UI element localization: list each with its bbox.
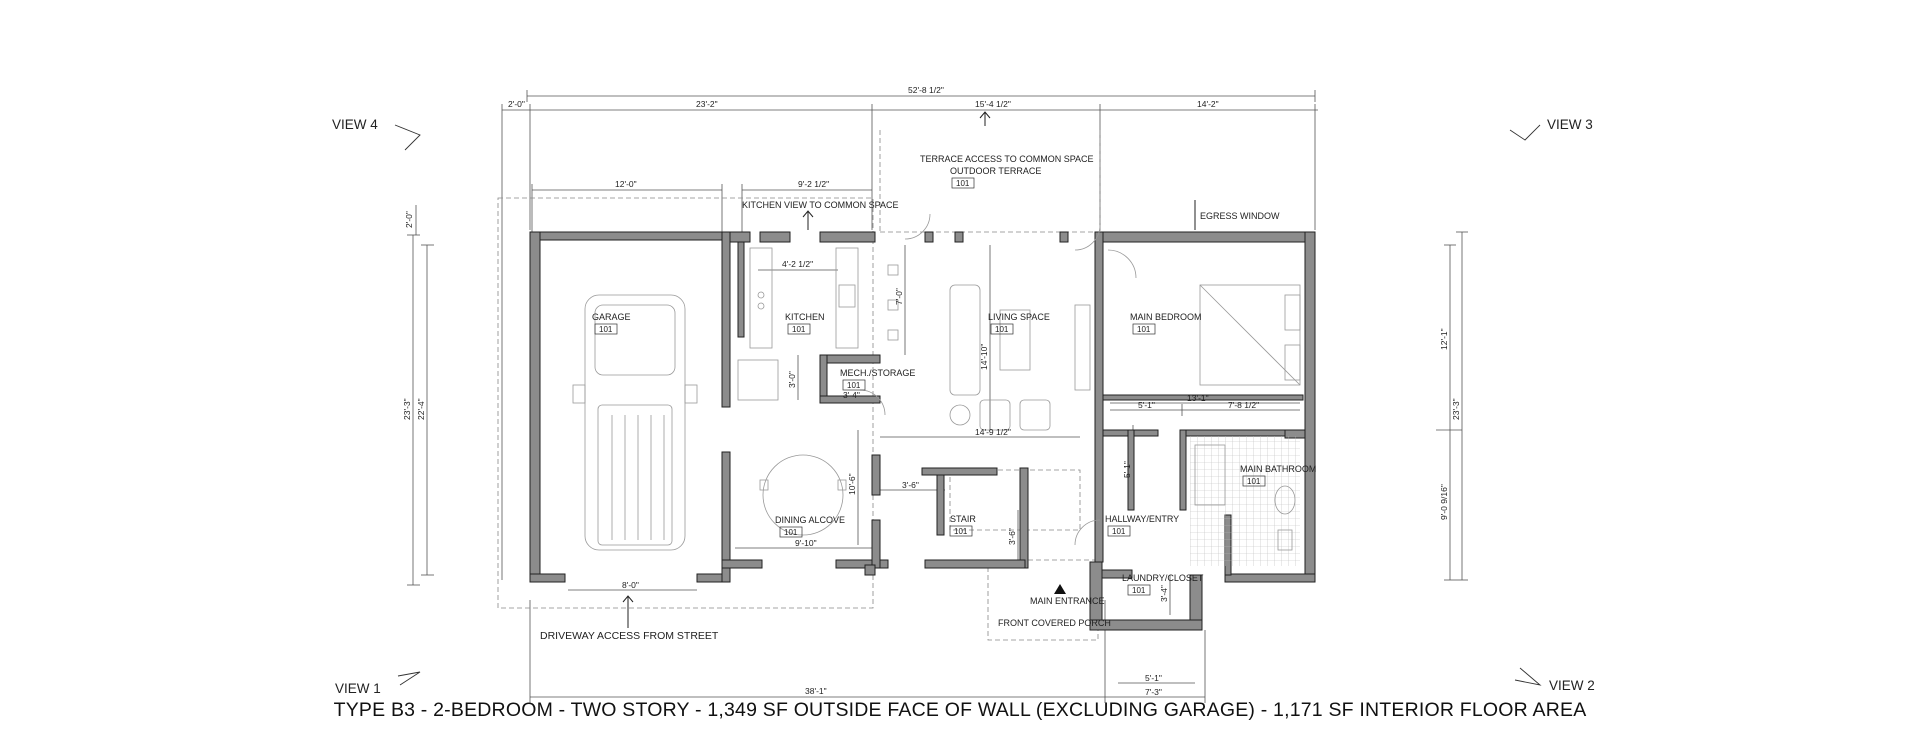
room-labels: GARAGE 101 KITCHEN 101 MECH./STORAGE 101…	[592, 154, 1316, 596]
dim-23-3r: 23'-3"	[1451, 398, 1461, 420]
dim-12-0: 12'-0"	[615, 179, 637, 189]
dim-3-4b: 3'-4"	[1159, 585, 1169, 602]
dimension-lines	[407, 90, 1468, 703]
dim-5-1a: 5'-1"	[1138, 400, 1155, 410]
dim-2-0: 2'-0"	[508, 99, 525, 109]
egress-window-note: EGRESS WINDOW	[1200, 211, 1280, 221]
markers	[622, 111, 1196, 628]
main-entrance-note: MAIN ENTRANCE	[1030, 596, 1105, 606]
room-label-hall: HALLWAY/ENTRY	[1105, 514, 1179, 524]
dim-9-10: 9'-10"	[795, 538, 817, 548]
room-label-living: LIVING SPACE	[988, 312, 1050, 322]
room-label-stair: STAIR	[950, 514, 976, 524]
room-number-hall: 101	[1112, 527, 1126, 536]
dim-3-4: 3'-4"	[843, 390, 860, 400]
main-entrance-arrow-icon	[1054, 584, 1066, 594]
dim-10-6: 10'-6"	[847, 473, 857, 495]
room-label-laundry: LAUNDRY/CLOSET	[1122, 573, 1204, 583]
dim-13-1: 13'-1"	[1187, 393, 1209, 403]
furniture	[572, 213, 1301, 551]
dim-9-0: 9'-0 9/16"	[1439, 484, 1449, 520]
kitchen-view-note: KITCHEN VIEW TO COMMON SPACE	[742, 200, 899, 210]
room-label-bedroom: MAIN BEDROOM	[1130, 312, 1202, 322]
room-number-garage: 101	[599, 325, 613, 334]
view-4-label: VIEW 4	[332, 117, 378, 132]
view-3-label: VIEW 3	[1547, 117, 1593, 132]
room-number-dining: 101	[784, 528, 798, 537]
room-number-bath: 101	[1247, 477, 1261, 486]
dimension-labels: 52'-8 1/2" 2'-0" 23'-2" 15'-4 1/2" 14'-2…	[402, 85, 1461, 697]
dim-3-6a: 3'-6"	[902, 480, 919, 490]
dim-14-9: 14'-9 1/2"	[975, 427, 1011, 437]
dim-7-3: 7'-3"	[1145, 687, 1162, 697]
porch-note: FRONT COVERED PORCH	[998, 618, 1111, 628]
room-label-kitchen: KITCHEN	[785, 312, 825, 322]
dim-22-4: 22'-4"	[416, 398, 426, 420]
dim-38-1: 38'-1"	[805, 686, 827, 696]
view-markers	[394, 124, 1542, 686]
view-1-label: VIEW 1	[335, 681, 381, 696]
room-label-dining: DINING ALCOVE	[775, 515, 845, 525]
bathroom-tile	[1190, 436, 1300, 566]
dim-23-2: 23'-2"	[696, 99, 718, 109]
dim-23-3: 23'-3"	[402, 398, 412, 420]
room-number-bedroom: 101	[1137, 325, 1151, 334]
dim-14-10: 14'-10"	[979, 344, 989, 370]
plan-caption: TYPE B3 - 2-BEDROOM - TWO STORY - 1,349 …	[333, 699, 1587, 721]
dim-14-2: 14'-2"	[1197, 99, 1219, 109]
dim-12-1: 12'-1"	[1439, 328, 1449, 350]
room-number-stair: 101	[954, 527, 968, 536]
room-number-terrace: 101	[956, 179, 970, 188]
dim-2-0v: 2'-0"	[404, 211, 414, 228]
terrace-label-2: OUTDOOR TERRACE	[950, 166, 1041, 176]
room-number-living: 101	[995, 325, 1009, 334]
room-label-bath: MAIN BATHROOM	[1240, 464, 1316, 474]
room-label-garage: GARAGE	[592, 312, 631, 322]
driveway-note: DRIVEWAY ACCESS FROM STREET	[540, 630, 719, 642]
dim-8-0: 8'-0"	[622, 580, 639, 590]
dim-5-1c: 5'-1"	[1145, 673, 1162, 683]
dim-3-6b: 3'-6"	[1007, 528, 1017, 545]
walls	[529, 231, 1316, 631]
dim-7-0: 7'-0"	[894, 288, 904, 305]
room-number-kitchen: 101	[792, 325, 806, 334]
dim-4-2: 4'-2 1/2"	[782, 259, 813, 269]
dim-7-8: 7'-8 1/2"	[1228, 400, 1259, 410]
room-number-mech: 101	[847, 381, 861, 390]
notes: KITCHEN VIEW TO COMMON SPACE EGRESS WIND…	[540, 200, 1280, 642]
terrace-label-1: TERRACE ACCESS TO COMMON SPACE	[920, 154, 1094, 164]
room-number-laundry: 101	[1132, 586, 1146, 595]
dim-overall: 52'-8 1/2"	[908, 85, 944, 95]
dim-15-4: 15'-4 1/2"	[975, 99, 1011, 109]
dim-9-2: 9'-2 1/2"	[798, 179, 829, 189]
view-2-label: VIEW 2	[1549, 678, 1595, 693]
room-label-mech: MECH./STORAGE	[840, 368, 915, 378]
dim-3-0: 3'-0"	[787, 371, 797, 388]
dim-5-1b: 5'-1"	[1122, 461, 1132, 478]
